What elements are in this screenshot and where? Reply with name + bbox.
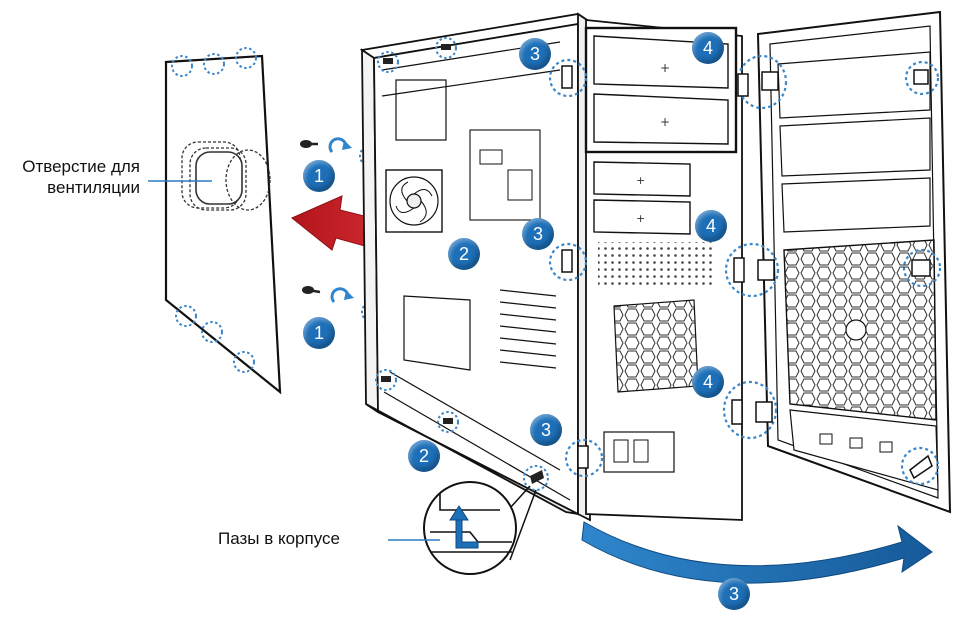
svg-text:+: + [660, 61, 670, 75]
svg-text:+: + [636, 212, 645, 225]
case-body [359, 12, 593, 522]
chassis-slots [375, 37, 549, 491]
step-badge: 4 [692, 366, 724, 398]
step-badge: 2 [448, 238, 480, 270]
panel-hooks [171, 47, 257, 373]
svg-text:+: + [660, 115, 670, 129]
slot-detail-magnifier [388, 481, 537, 575]
step-badge: 1 [303, 160, 335, 192]
step-badge: 3 [718, 578, 750, 610]
vent-label-text: Отверстие для вентиляции [22, 157, 140, 197]
front-bezel [756, 10, 952, 514]
bezel-clips [548, 54, 942, 486]
step-badge: 4 [695, 210, 727, 242]
chassis-slots-label: Пазы в корпусе [218, 529, 340, 548]
swing-arrow-blue [581, 521, 933, 584]
step-badge: 3 [530, 414, 562, 446]
side-panel [148, 47, 282, 395]
step-badge: 3 [522, 218, 554, 250]
ventilation-hole-label: Отверстие для вентиляции [6, 156, 140, 198]
case-front: + + + + [584, 19, 743, 521]
step-badge: 4 [692, 32, 724, 64]
step-badge: 3 [519, 38, 551, 70]
clip-tabs [561, 65, 933, 480]
svg-text:+: + [636, 174, 645, 187]
ventilation-hole [181, 141, 271, 211]
screw-icon [302, 286, 383, 323]
step-badge: 2 [408, 440, 440, 472]
step-badge: 1 [303, 317, 335, 349]
